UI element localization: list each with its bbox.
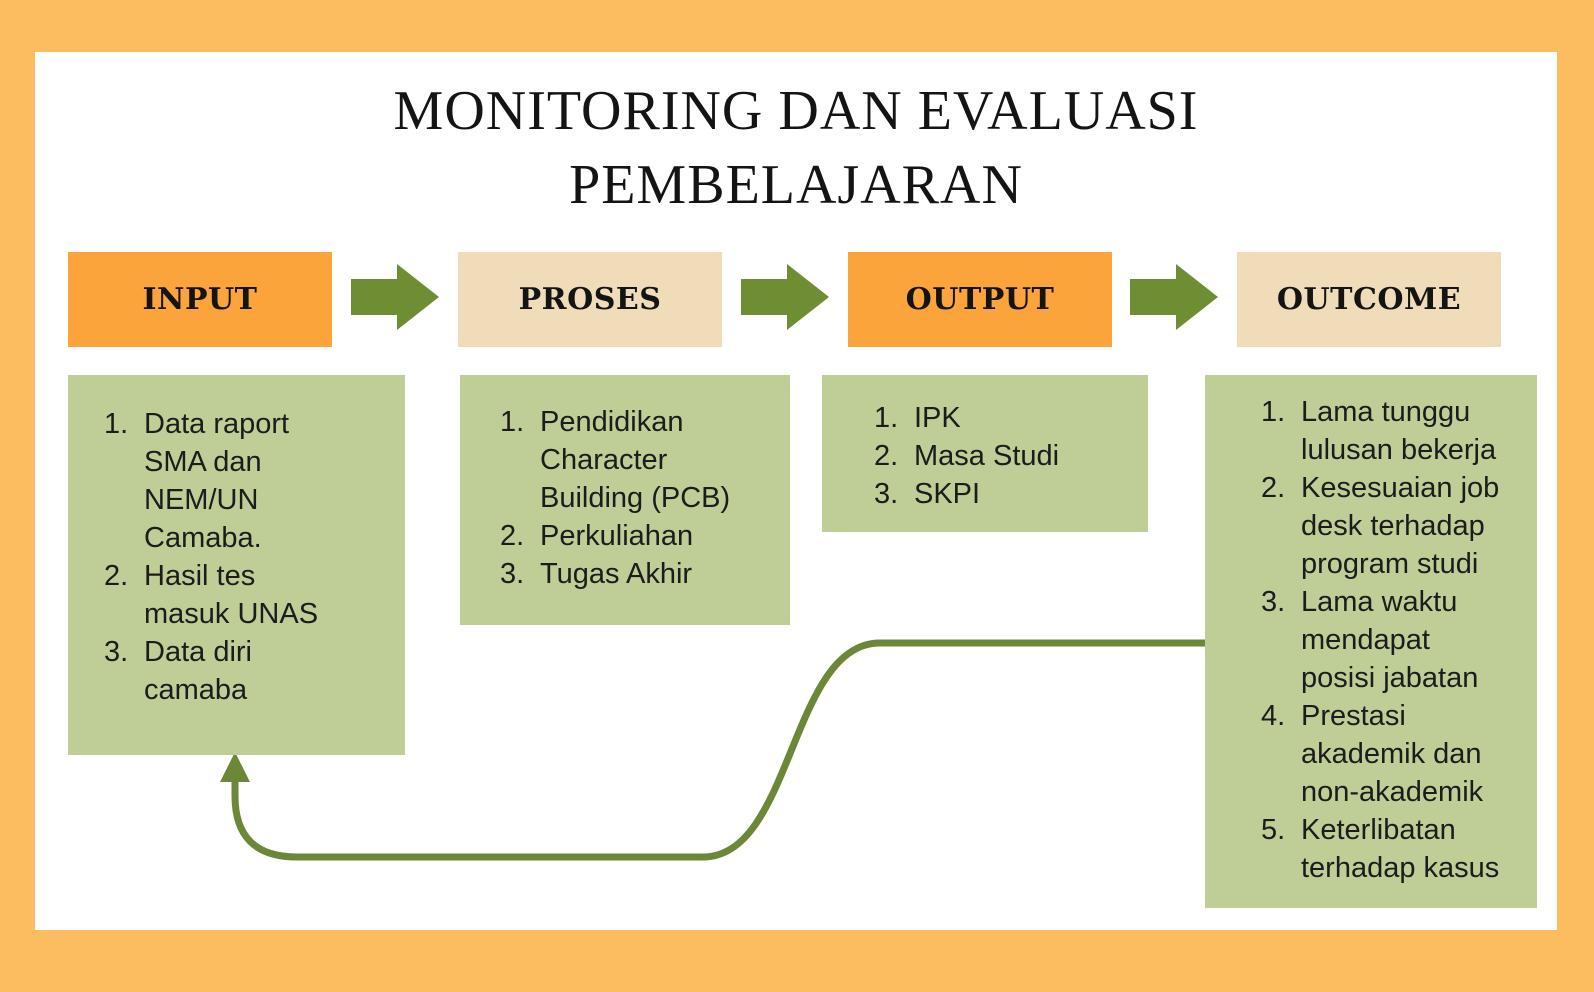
input-list-box: Data raport SMA dan NEM/UN Camaba. Hasil… xyxy=(68,375,405,755)
list-item: Kesesuaian job desk terhadap program stu… xyxy=(1301,472,1500,580)
list-item: Lama waktu mendapat posisi jabatan xyxy=(1301,586,1479,694)
page-title-line-2: PEMBELAJARAN xyxy=(569,154,1023,216)
header-input-label: INPUT xyxy=(142,282,258,317)
list-item: Pendidikan Character Building (PCB) xyxy=(540,406,731,514)
header-output-label: OUTPUT xyxy=(905,282,1055,317)
header-proses-label: PROSES xyxy=(518,282,662,317)
header-outcome: OUTCOME xyxy=(1237,252,1501,347)
right-arrow-icon xyxy=(741,264,829,330)
list-item: Tugas Akhir xyxy=(540,558,693,590)
outcome-list-box: Lama tunggu lulusan bekerja Kesesuaian j… xyxy=(1205,375,1537,908)
list-item: Perkuliahan xyxy=(540,520,694,552)
diagram-canvas: MONITORING DAN EVALUASI PEMBELAJARAN INP… xyxy=(35,52,1557,930)
proses-list: Pendidikan Character Building (PCB) Perk… xyxy=(460,375,790,593)
up-arrow-icon xyxy=(220,752,250,782)
list-item: Lama tunggu lulusan bekerja xyxy=(1301,396,1497,466)
list-item: Prestasi akademik dan non-akademik xyxy=(1301,700,1484,808)
output-list-box: IPK Masa Studi SKPI xyxy=(822,375,1148,532)
page-title-line-1: MONITORING DAN EVALUASI xyxy=(393,80,1199,142)
page-title: MONITORING DAN EVALUASI PEMBELAJARAN xyxy=(35,74,1557,222)
list-item: Hasil tes masuk UNAS xyxy=(144,560,319,630)
header-input: INPUT xyxy=(68,252,332,347)
list-item: IPK xyxy=(914,402,961,434)
proses-list-box: Pendidikan Character Building (PCB) Perk… xyxy=(460,375,790,625)
header-output: OUTPUT xyxy=(848,252,1112,347)
output-list: IPK Masa Studi SKPI xyxy=(822,375,1148,513)
header-outcome-label: OUTCOME xyxy=(1276,282,1462,317)
list-item: SKPI xyxy=(914,478,981,510)
list-item: Data raport SMA dan NEM/UN Camaba. xyxy=(144,408,290,554)
right-arrow-icon xyxy=(1130,264,1218,330)
list-item: Masa Studi xyxy=(914,440,1060,472)
list-item: Data diri camaba xyxy=(144,636,252,706)
list-item: Keterlibatan terhadap kasus xyxy=(1301,814,1500,884)
outcome-list: Lama tunggu lulusan bekerja Kesesuaian j… xyxy=(1205,375,1537,887)
header-proses: PROSES xyxy=(458,252,722,347)
input-list: Data raport SMA dan NEM/UN Camaba. Hasil… xyxy=(68,375,405,709)
right-arrow-icon xyxy=(351,264,439,330)
